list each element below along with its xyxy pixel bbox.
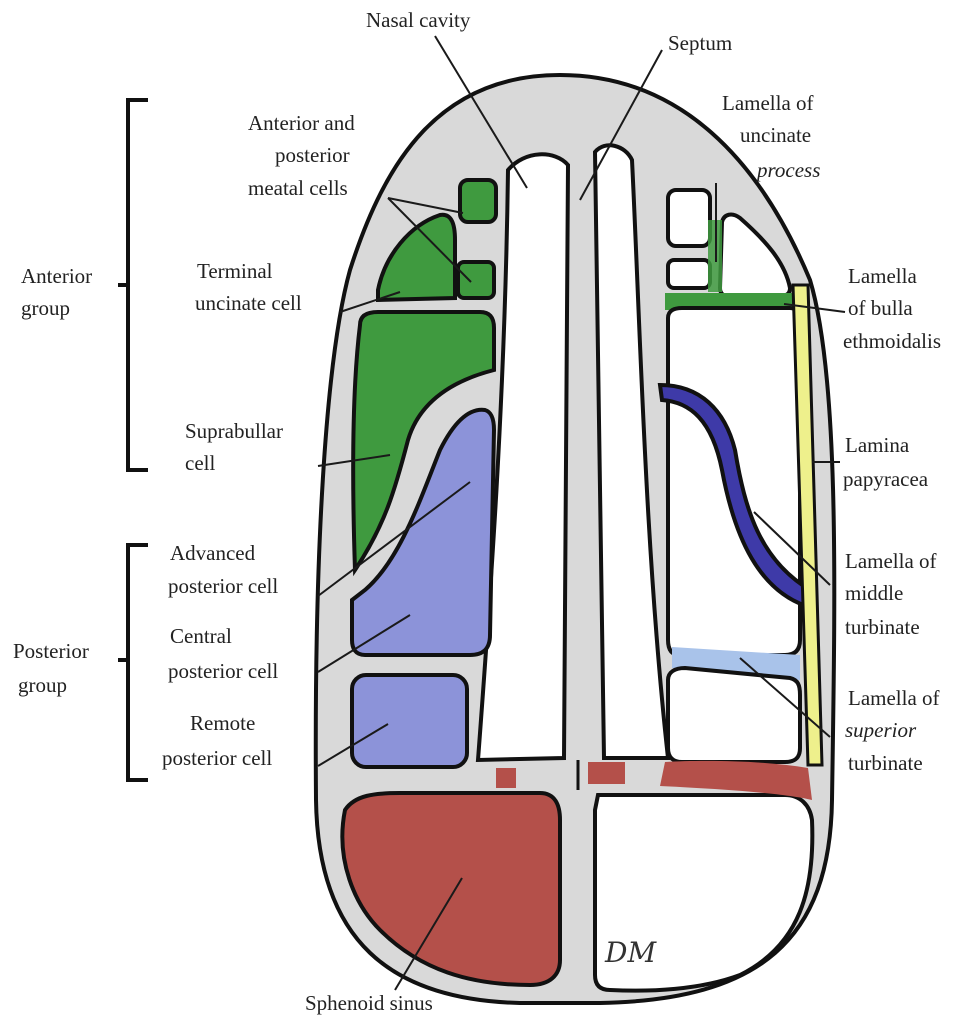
label-lamella-uncinate-1: Lamella of <box>722 91 814 115</box>
sphenoid-left-notch <box>496 768 516 788</box>
label-lamella-uncinate-2: uncinate <box>740 123 811 147</box>
label-lamella-superior-2: superior <box>845 718 917 742</box>
label-advanced-posterior-1: Advanced <box>170 541 256 565</box>
label-lamella-superior-3: turbinate <box>848 751 923 775</box>
label-lamella-superior-1: Lamella of <box>848 686 940 710</box>
sphenoid-septum-patch <box>588 762 625 784</box>
label-anterior-group-1: Anterior <box>21 264 92 288</box>
remote-posterior-cell <box>352 675 467 767</box>
uncinate-cell-lower <box>668 260 710 288</box>
label-posterior-group-1: Posterior <box>13 639 89 663</box>
label-nasal-cavity: Nasal cavity <box>366 8 471 32</box>
uncinate-cell-upper <box>668 190 710 246</box>
label-lamella-middle-2: middle <box>845 581 903 605</box>
label-sphenoid-sinus: Sphenoid sinus <box>305 991 433 1015</box>
label-central-posterior-2: posterior cell <box>168 659 278 683</box>
label-lamina-papyracea-1: Lamina <box>845 433 910 457</box>
label-meatal-1: Anterior and <box>248 111 355 135</box>
artist-signature: DM <box>604 936 657 969</box>
label-central-posterior-1: Central <box>170 624 232 648</box>
label-suprabullar-2: cell <box>185 451 215 475</box>
label-lamella-bulla-1: Lamella <box>848 264 917 288</box>
label-remote-posterior-1: Remote <box>190 711 255 735</box>
label-lamella-bulla-2: of bulla <box>848 296 913 320</box>
label-suprabullar-1: Suprabullar <box>185 419 283 443</box>
label-advanced-posterior-2: posterior cell <box>168 574 278 598</box>
label-terminal-uncinate-2: uncinate cell <box>195 291 302 315</box>
label-lamella-bulla-3: ethmoidalis <box>843 329 941 353</box>
label-terminal-uncinate-1: Terminal <box>197 259 273 283</box>
label-posterior-group-2: group <box>18 673 67 697</box>
label-meatal-2: posterior <box>275 143 350 167</box>
label-lamella-middle-3: turbinate <box>845 615 920 639</box>
posterior-meatal-cell <box>458 262 494 298</box>
anterior-meatal-cell <box>460 180 496 222</box>
label-lamella-uncinate-3: process <box>755 158 820 182</box>
label-septum: Septum <box>668 31 732 55</box>
posterior-group-bracket <box>118 545 148 780</box>
label-anterior-group-2: group <box>21 296 70 320</box>
anterior-group-bracket <box>118 100 148 470</box>
lower-right-cell <box>668 668 800 762</box>
label-remote-posterior-2: posterior cell <box>162 746 272 770</box>
label-meatal-3: meatal cells <box>248 176 348 200</box>
label-lamina-papyracea-2: papyracea <box>843 467 929 491</box>
label-lamella-middle-1: Lamella of <box>845 549 937 573</box>
